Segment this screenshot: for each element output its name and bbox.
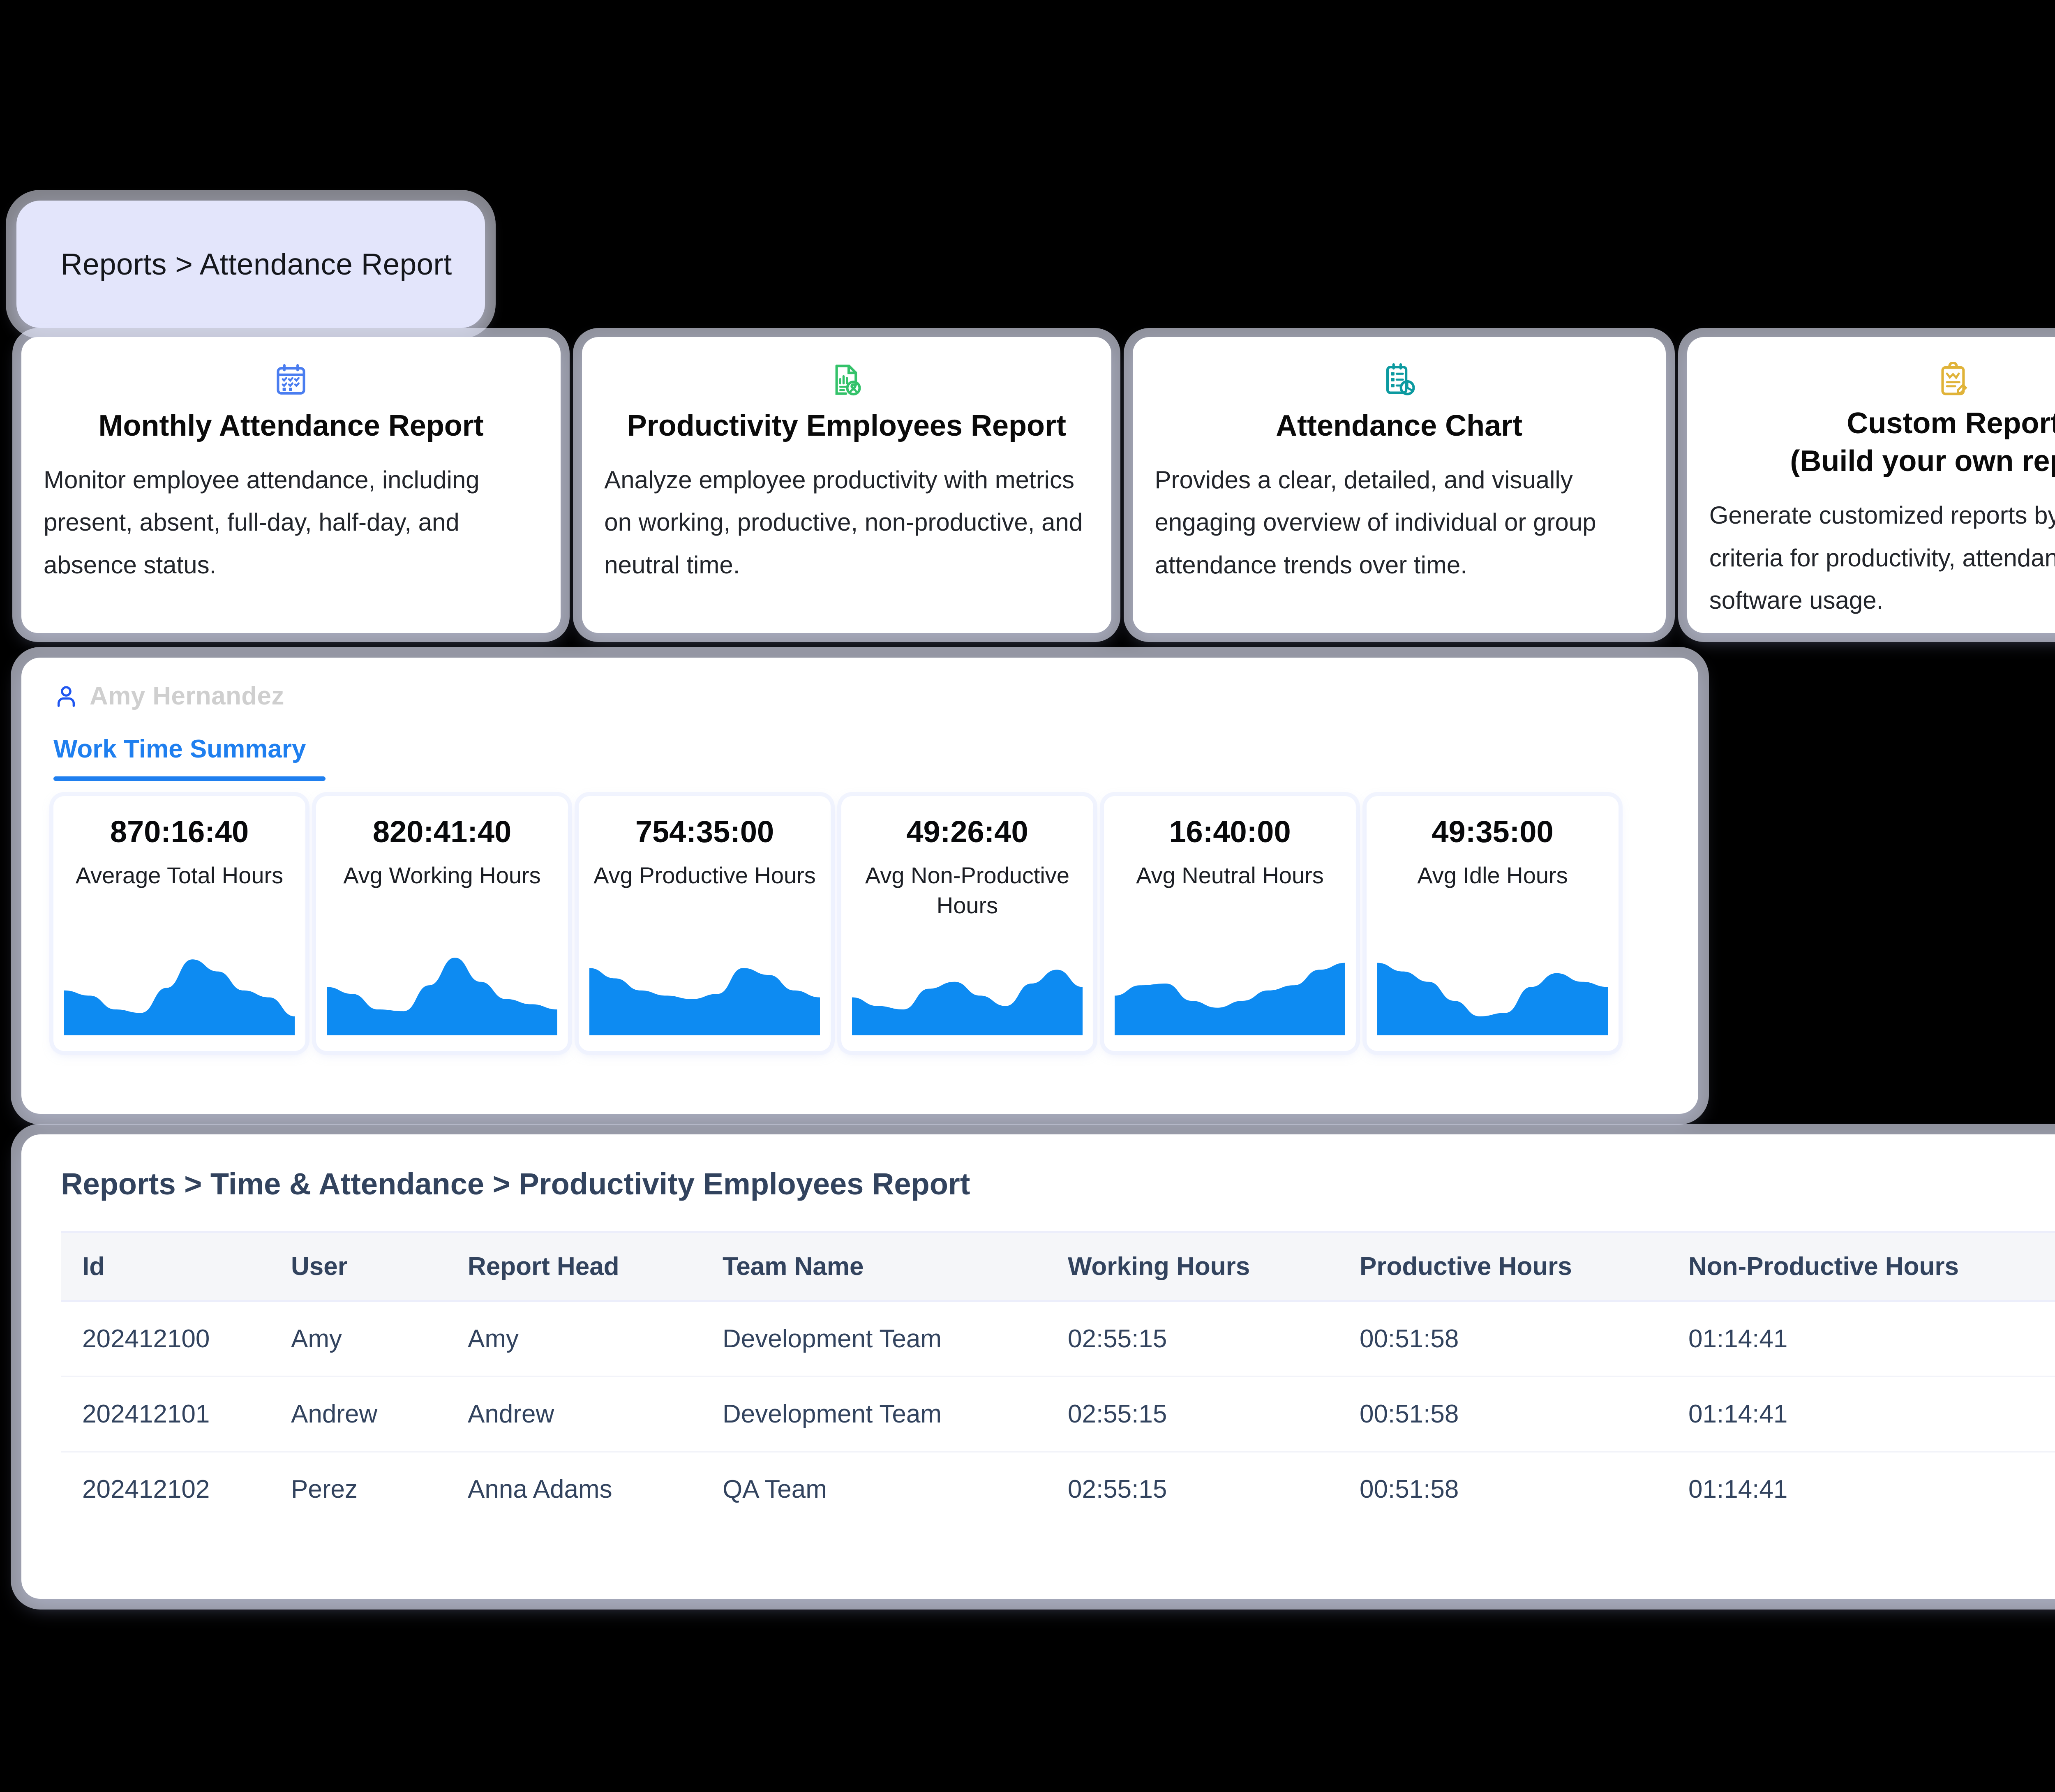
report-card-productivity-employees[interactable]: Productivity Employees Report Analyze em… xyxy=(582,337,1111,633)
stat-value: 820:41:40 xyxy=(372,815,512,849)
stat-value: 870:16:40 xyxy=(110,815,249,849)
work-time-summary-panel: Amy Hernandez Work Time Summary 870:16:4… xyxy=(21,658,1698,1114)
report-card-description: Provides a clear, detailed, and visually… xyxy=(1154,466,1596,579)
table-cell-productive-hours: 00:51:58 xyxy=(1360,1376,1688,1453)
table-cell-report-head: Andrew xyxy=(468,1376,723,1453)
sparkline-area-chart xyxy=(1377,949,1608,1035)
table-cell-team-name: QA Team xyxy=(723,1475,827,1503)
sparkline-area-chart xyxy=(852,949,1083,1035)
stat-label: Average Total Hours xyxy=(75,862,284,888)
user-name: Amy Hernandez xyxy=(90,682,284,710)
table-cell-non-productive-hours: 01:14:41 xyxy=(1688,1301,2055,1377)
table-cell-team-name: Development Team xyxy=(723,1301,1068,1377)
stat-label: Avg Idle Hours xyxy=(1417,862,1568,888)
table-cell-working-hours: 02:55:15 xyxy=(1068,1301,1360,1377)
calendar-check-icon xyxy=(273,355,309,404)
stat-label: Avg Neutral Hours xyxy=(1136,862,1324,888)
report-table-breadcrumb: Reports > Time & Attendance > Productivi… xyxy=(61,1167,970,1201)
report-card-title: Custom Report (Build your own report) xyxy=(1790,407,2055,478)
table-cell-team-name: Development Team xyxy=(723,1376,1068,1453)
table-column-header[interactable]: Id xyxy=(61,1231,291,1302)
stat-value: 754:35:00 xyxy=(635,815,774,849)
tab-active-underline xyxy=(53,776,326,781)
stat-value: 49:26:40 xyxy=(906,815,1028,849)
tab-work-time-summary[interactable]: Work Time Summary xyxy=(53,735,306,763)
table-column-header[interactable]: Non-Productive Hours xyxy=(1688,1231,2055,1302)
table-cell-working-hours: 02:55:15 xyxy=(1068,1376,1360,1453)
stat-label: Avg Working Hours xyxy=(343,862,541,888)
table-cell-id: 202412100 xyxy=(61,1301,291,1377)
tab-strip: Work Time Summary xyxy=(53,734,1669,785)
breadcrumb-pill[interactable]: Reports > Attendance Report xyxy=(16,201,485,328)
clipboard-pencil-icon xyxy=(1936,355,1971,404)
user-row: Amy Hernandez xyxy=(53,681,1669,711)
sparkline-area-chart xyxy=(1115,949,1345,1035)
report-card-monthly-attendance[interactable]: Monthly Attendance Report Monitor employ… xyxy=(21,337,561,633)
sparkline-area-chart xyxy=(64,949,295,1035)
sparkline-area-chart xyxy=(589,949,820,1035)
report-card-title: Attendance Chart xyxy=(1276,409,1523,442)
table-column-header[interactable]: Working Hours xyxy=(1068,1231,1360,1302)
stat-value: 16:40:00 xyxy=(1169,815,1291,849)
report-card-description: Monitor employee attendance, including p… xyxy=(44,466,480,579)
table-cell-productive-hours: 00:51:58 xyxy=(1360,1475,1459,1503)
report-card-description: Generate customized reports by selecting… xyxy=(1709,501,2055,614)
table-cell-working-hours: 02:55:15 xyxy=(1068,1475,1167,1503)
report-card-custom-report[interactable]: Custom Report (Build your own report) Ge… xyxy=(1687,337,2055,633)
stat-label: Avg Non-Productive Hours xyxy=(865,862,1069,918)
person-icon xyxy=(53,684,79,709)
table-row[interactable]: 202412102 Perez Anna Adams QA Team 02:55:15 0… xyxy=(61,1452,2055,1526)
table-cell-non-productive-hours: 01:14:41 xyxy=(1688,1376,2055,1453)
table-cell-id: 202412101 xyxy=(61,1376,291,1453)
table-cell-id: 202412102 xyxy=(82,1475,210,1503)
breadcrumb-text: Reports > Attendance Report xyxy=(61,247,452,281)
table-cell-report-head: Anna Adams xyxy=(468,1475,612,1503)
stat-value: 49:35:00 xyxy=(1432,815,1554,849)
table-column-header[interactable]: Team Name xyxy=(723,1231,1068,1302)
sparkline-area-chart xyxy=(327,949,557,1035)
stat-label: Avg Productive Hours xyxy=(593,862,816,888)
table-cell-report-head: Amy xyxy=(468,1301,723,1377)
table-cell-productive-hours: 00:51:58 xyxy=(1360,1301,1688,1377)
table-cell-user: Perez xyxy=(291,1475,358,1503)
table-column-header[interactable]: Productive Hours xyxy=(1360,1231,1688,1302)
document-chart-person-icon xyxy=(829,355,864,404)
report-card-title: Monthly Attendance Report xyxy=(98,409,484,442)
report-card-attendance-chart[interactable]: Attendance Chart Provides a clear, detai… xyxy=(1132,337,1666,633)
table-column-header[interactable]: User xyxy=(291,1231,468,1302)
report-card-title: Productivity Employees Report xyxy=(627,409,1066,442)
report-table-panel: Reports > Time & Attendance > Productivi… xyxy=(21,1134,2055,1599)
table-cell-non-productive-hours: 01:14:41 xyxy=(1688,1475,1788,1503)
clipboard-pie-chart-icon xyxy=(1381,355,1417,404)
report-card-description: Analyze employee productivity with metri… xyxy=(604,466,1083,579)
table-column-header[interactable]: Report Head xyxy=(468,1231,723,1302)
report-card-row: Monthly Attendance Report Monitor employ… xyxy=(21,337,2055,633)
table-cell-user: Amy xyxy=(291,1301,468,1377)
table-cell-user: Andrew xyxy=(291,1376,468,1453)
